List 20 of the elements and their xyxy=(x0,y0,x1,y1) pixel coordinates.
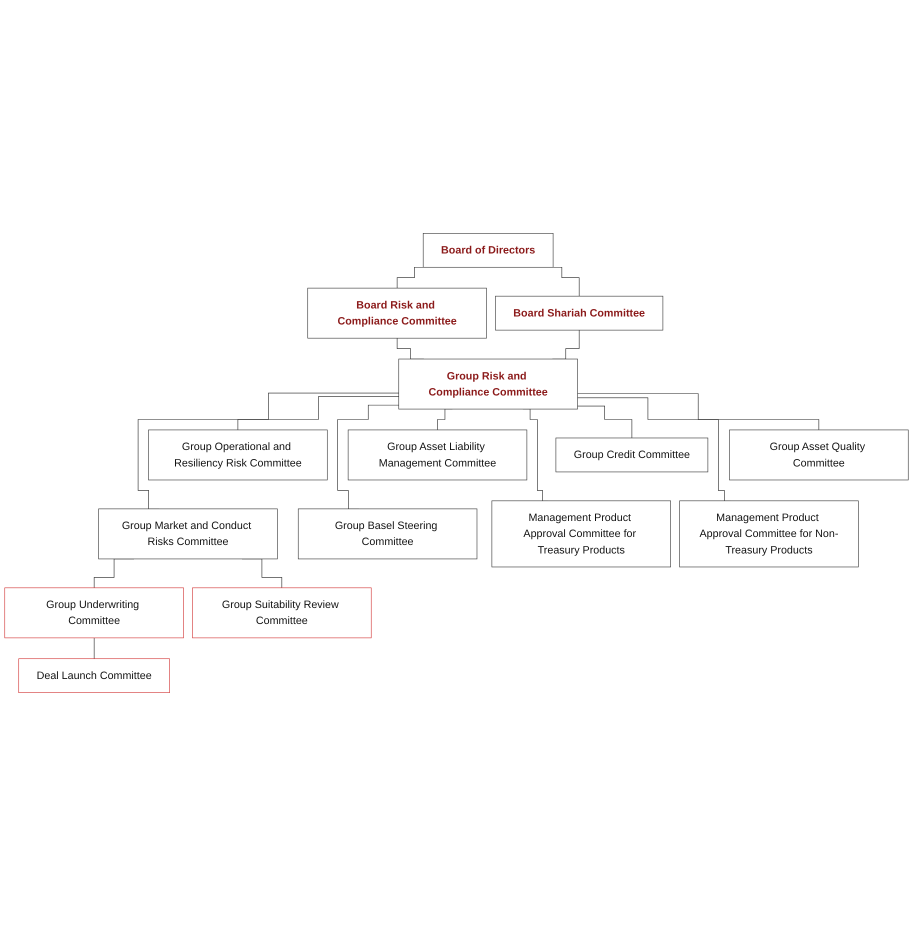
node-box: Group Basel Steering Committee xyxy=(298,508,478,560)
node-box: Management Product Approval Committee for Treasury Products xyxy=(492,500,671,568)
connector xyxy=(577,393,820,430)
node-box: Group Asset Quality Committee xyxy=(729,430,909,480)
connector xyxy=(238,396,400,430)
node-box: Group Credit Committee xyxy=(556,438,708,472)
connector xyxy=(337,404,400,510)
node-box: Group Risk and Compliance Committee xyxy=(398,358,578,410)
node-box: Group Suitability Review Committee xyxy=(192,588,372,638)
node-box: Board of Directors xyxy=(422,233,554,268)
node-box: Group Underwriting Committee xyxy=(4,588,184,638)
node-box: Group Asset Liability Management Committee xyxy=(348,430,528,480)
node-box: Group Market and Conduct Risks Committee xyxy=(98,508,278,560)
node-box: Group Operational and Resiliency Risk Committee xyxy=(148,430,328,480)
connector xyxy=(577,406,632,438)
node-box: Board Risk and Compliance Committee xyxy=(307,288,487,338)
connector xyxy=(138,392,400,510)
node-box: Board Shariah Committee xyxy=(495,296,664,330)
node-box: Deal Launch Committee xyxy=(18,658,170,693)
node-box: Management Product Approval Committee for Non-Treasury Products xyxy=(679,500,859,568)
